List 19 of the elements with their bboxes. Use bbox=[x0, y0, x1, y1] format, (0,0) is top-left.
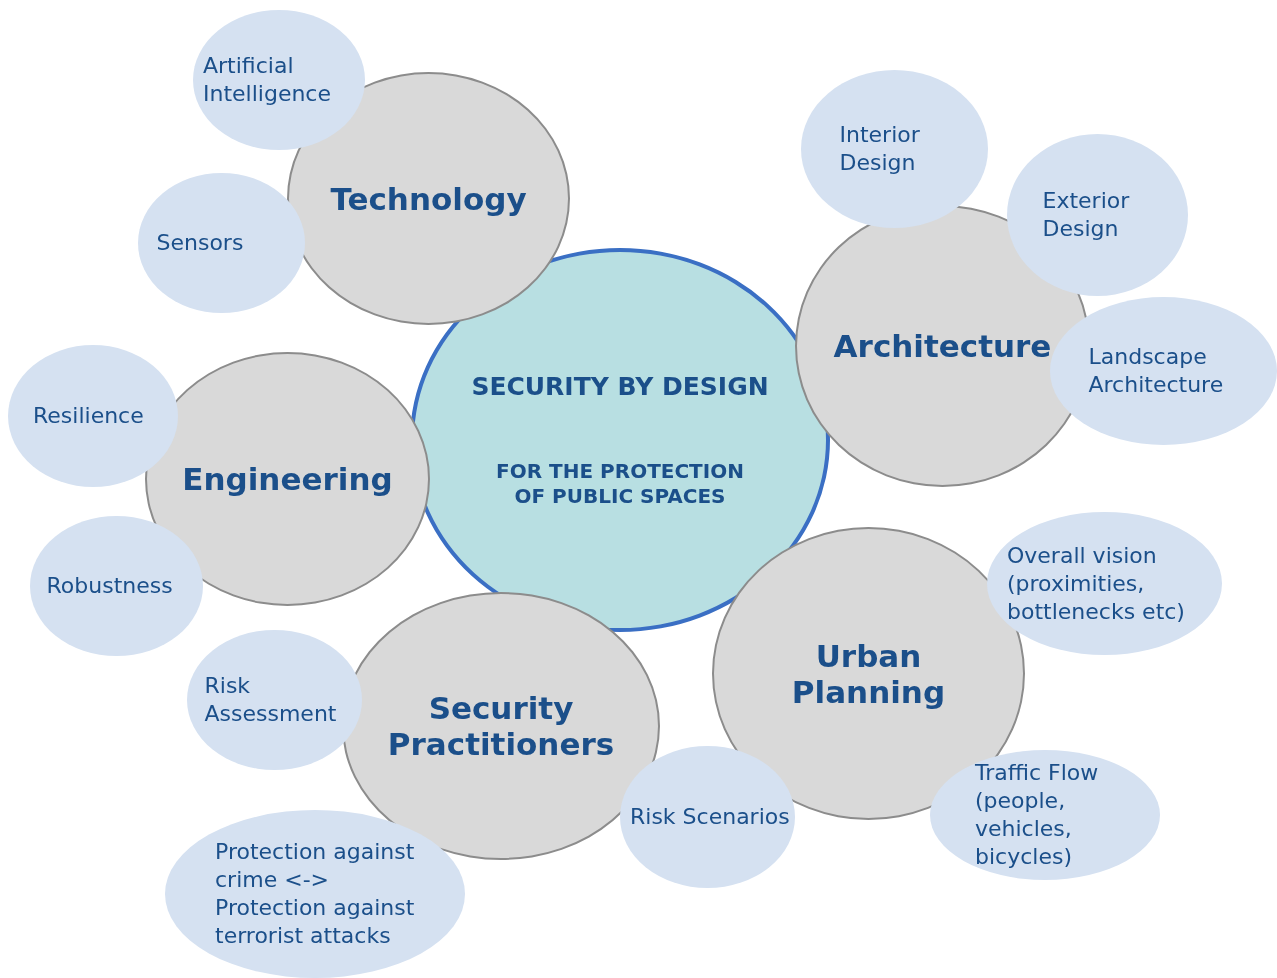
subtopic-label: Overall vision (proximities, bottlenecks etc) bbox=[1007, 541, 1186, 626]
subtopic-label: Artificial Intelligence bbox=[203, 52, 332, 108]
topic-label: Urban Planning bbox=[790, 637, 947, 710]
subtopic-label: Protection against crime <-> Protection against terrorist attacks bbox=[215, 838, 415, 950]
subtopic-label: Resilience bbox=[33, 402, 145, 430]
center-subtitle: FOR THE PROTECTION OF PUBLIC SPACES bbox=[495, 458, 745, 509]
subtopic-label: Sensors bbox=[156, 229, 245, 257]
topic-label: Architecture bbox=[832, 328, 1053, 364]
topic-label: Security Practitioners bbox=[386, 690, 616, 762]
subtopic-label: Exterior Design bbox=[1042, 187, 1131, 243]
subtopic-label: Risk Scenarios bbox=[630, 803, 791, 831]
topic-label: Engineering bbox=[181, 461, 394, 497]
subtopic-label: Risk Assessment bbox=[204, 672, 338, 728]
subtopic-label: Landscape Architecture bbox=[1088, 343, 1225, 399]
center-title: SECURITY BY DESIGN bbox=[471, 371, 769, 401]
subtopic-label: Traffic Flow (people, vehicles, bicycles) bbox=[975, 759, 1100, 871]
subtopic-label: Interior Design bbox=[839, 121, 921, 177]
topic-label: Technology bbox=[329, 180, 528, 217]
subtopic-label: Robustness bbox=[46, 572, 174, 600]
